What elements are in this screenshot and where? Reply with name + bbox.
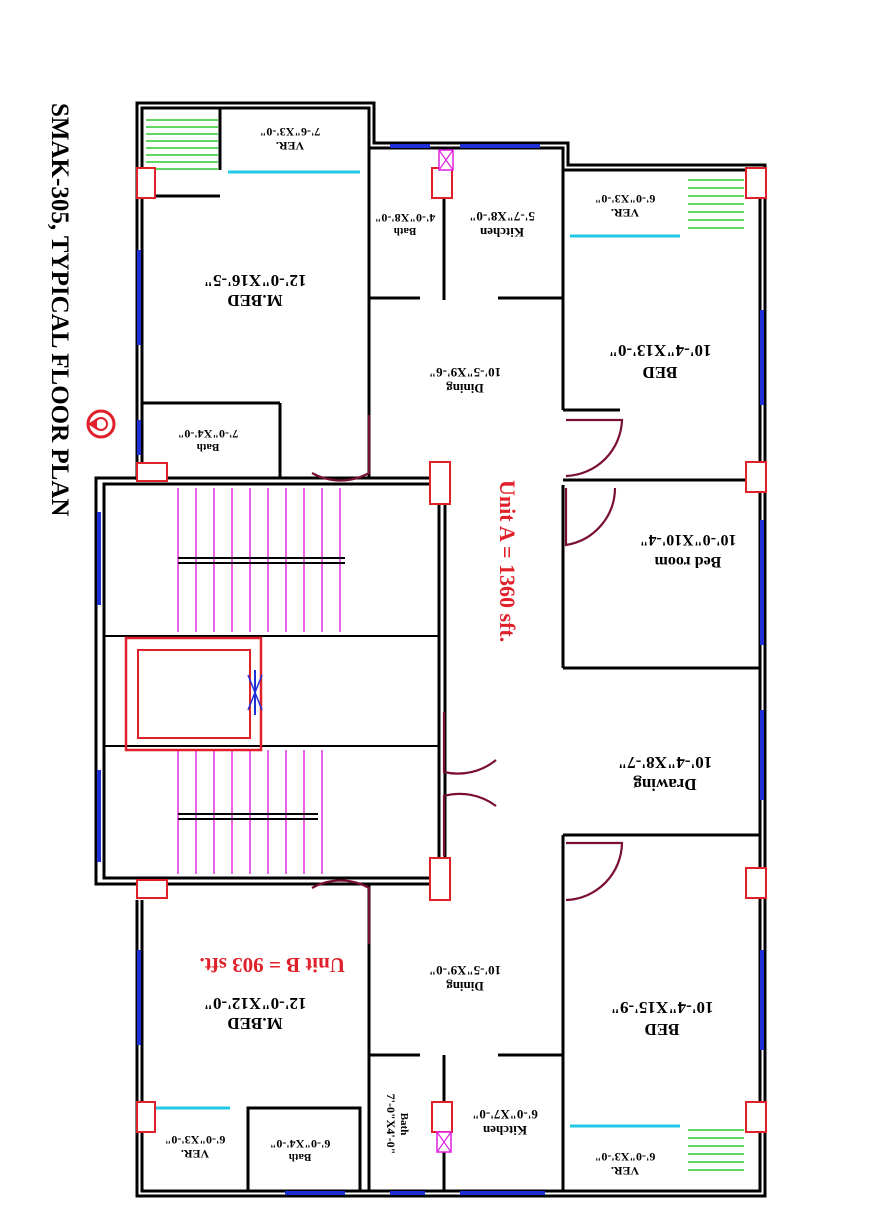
room-ver-top-right: VER. 6'-0"X3'-0" [595, 192, 656, 220]
room-size: 6'-0"X3'-0" [595, 1150, 656, 1164]
room-ver-bottom-right: VER. 6'-0"X3'-0" [595, 1150, 656, 1178]
room-mbed-top: M.BED 12'-0"X16'-5" [204, 271, 307, 310]
columns [136, 149, 767, 1153]
room-size: 7'-6"X3'-0" [260, 125, 321, 139]
room-size: 6'-0"X3'-0" [165, 1133, 226, 1147]
room-name: VER. [181, 1147, 209, 1161]
unit-b-label: Unit B = 903 sft. [199, 953, 345, 977]
room-size: 7'-0"X4'-0" [384, 1094, 398, 1155]
room-name: Drawing [633, 775, 697, 794]
room-kitchen-top: Kitchen 5'-7"X8'-0" [469, 209, 535, 240]
doors [311, 415, 624, 944]
room-size: 10'-4"X15'-9" [611, 998, 714, 1017]
room-name: Bath [197, 441, 220, 453]
room-labels: VER. 7'-6"X3'-0" M.BED 12'-0"X16'-5" Bat… [165, 125, 737, 1178]
room-size: 10'-5"X9'-6" [429, 365, 501, 380]
room-mbed-bottom: M.BED 12'-0"X12'-0" [204, 994, 307, 1033]
room-size: 10'-4"X8'-7" [618, 753, 712, 772]
room-name: Kitchen [479, 225, 524, 240]
room-name: M.BED [227, 1014, 282, 1033]
lift-shaft [124, 636, 263, 752]
room-bath-bottom-left: Bath 6'-0"X4'-0" [270, 1137, 331, 1163]
room-size: 12'-0"X16'-5" [204, 271, 307, 290]
unit-a-label: Unit A = 1360 sft. [495, 480, 520, 642]
room-bath-top-left: Bath 7'-0"X4'-0" [178, 427, 239, 453]
room-size: 5'-7"X8'-0" [469, 209, 535, 224]
room-bed-bottom-right: BED 10'-4"X15'-9" [611, 998, 714, 1039]
room-dining-bottom: Dining 10'-5"X9'-0" [429, 963, 501, 994]
room-name: BED [643, 363, 678, 382]
plan-title: SMAK-305, TYPICAL FLOOR PLAN [46, 103, 73, 516]
room-bedroom-right: Bed room 10'-0"X10'-4" [640, 531, 737, 570]
room-kitchen-bottom: Kitchen 6'-0"X7'-0" [472, 1107, 538, 1138]
room-name: Kitchen [482, 1123, 527, 1138]
room-ver-top-left: VER. 7'-6"X3'-0" [260, 125, 321, 153]
room-bed-top-right: BED 10'-4"X13'-0" [609, 341, 712, 382]
room-size: 6'-0"X3'-0" [595, 192, 656, 206]
room-size: 10'-4"X13'-0" [609, 341, 712, 360]
room-size: 4'-0"X8'-0" [375, 211, 436, 225]
room-name: Bath [394, 225, 417, 237]
north-arrow-icon [86, 409, 116, 439]
room-name: Dining [446, 979, 484, 994]
room-size: 10'-5"X9'-0" [429, 963, 501, 978]
room-drawing: Drawing 10'-4"X8'-7" [618, 753, 712, 794]
room-bath-bottom-mid: Bath 7'-0"X4'-0" [384, 1094, 410, 1155]
room-name: M.BED [227, 291, 282, 310]
room-size: 7'-0"X4'-0" [178, 427, 239, 441]
room-size: 6'-0"X4'-0" [270, 1137, 331, 1151]
windows [97, 144, 764, 1195]
room-size: 10'-0"X10'-4" [640, 531, 737, 548]
room-name: Bed room [654, 553, 721, 570]
room-name: VER. [611, 206, 639, 220]
room-name: Bath [398, 1113, 410, 1136]
veranda-railings [146, 119, 744, 1171]
room-size: 12'-0"X12'-0" [204, 994, 307, 1013]
room-dining-top: Dining 10'-5"X9'-6" [429, 365, 501, 396]
room-name: VER. [611, 1164, 639, 1178]
stairs [177, 488, 345, 874]
room-name: VER. [276, 139, 304, 153]
room-name: Bath [289, 1151, 312, 1163]
room-ver-bottom-left: VER. 6'-0"X3'-0" [165, 1133, 226, 1161]
room-name: Dining [446, 381, 484, 396]
room-bath-top-mid: Bath 4'-0"X8'-0" [375, 211, 436, 237]
room-size: 6'-0"X7'-0" [472, 1107, 538, 1122]
room-name: BED [645, 1020, 680, 1039]
